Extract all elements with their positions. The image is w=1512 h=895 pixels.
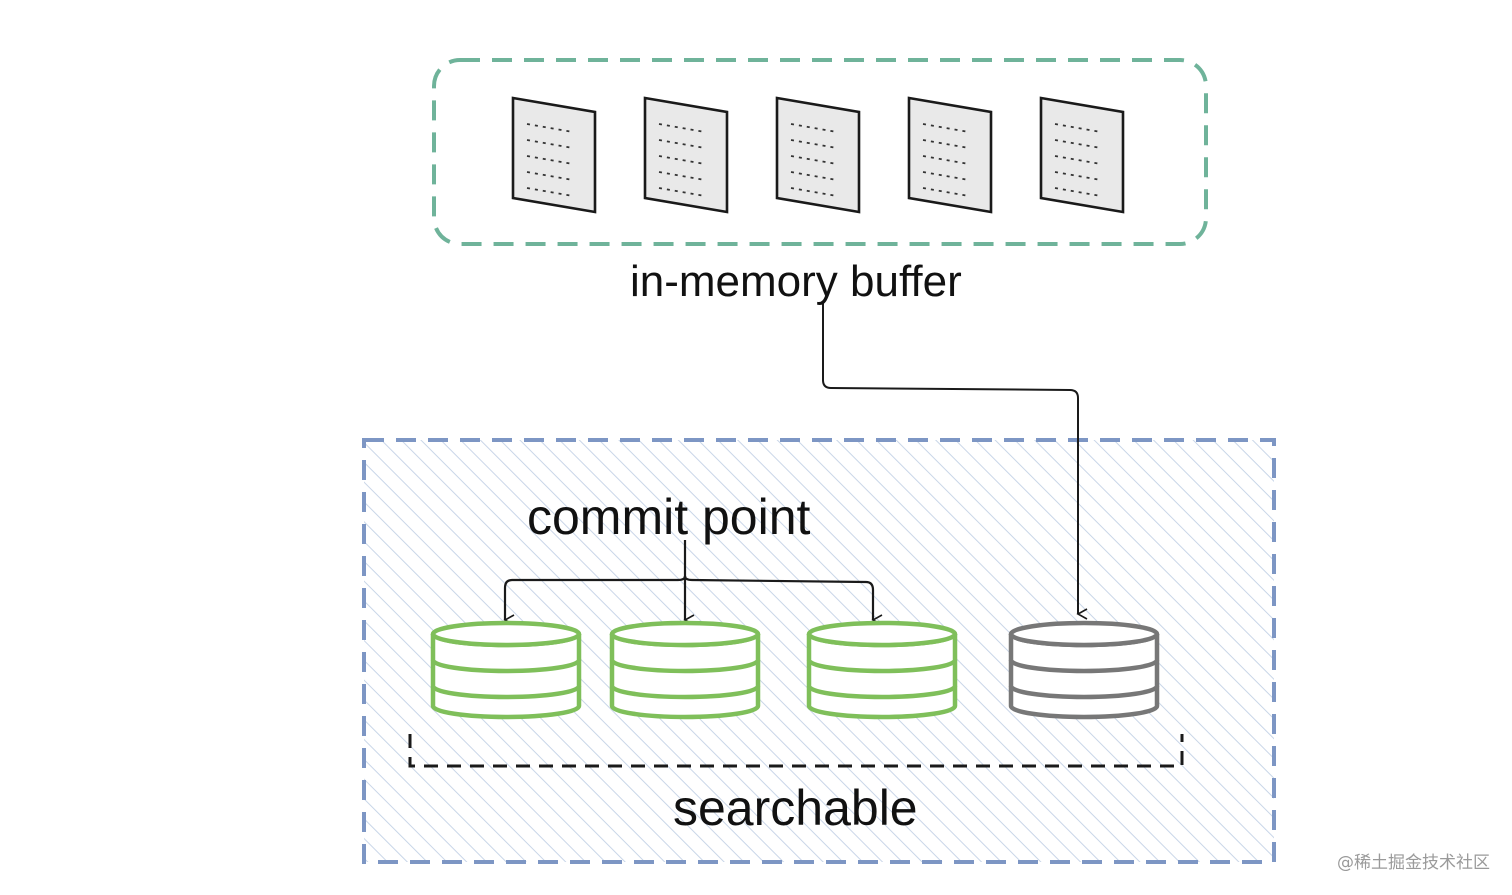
buffer-label: in-memory buffer <box>630 257 962 306</box>
buffer-to-segment-arrow <box>822 302 1088 620</box>
segment-ring <box>1008 685 1160 700</box>
document-page <box>1039 96 1125 214</box>
segment-ring <box>430 685 582 700</box>
searchable-bracket <box>408 734 1184 768</box>
document-icon <box>1039 96 1125 214</box>
segment-ring <box>806 659 958 674</box>
committed-segment-icon <box>806 620 958 720</box>
searchable-label: searchable <box>673 780 918 836</box>
segment-top <box>609 620 761 648</box>
new-segment-icon <box>1008 620 1160 720</box>
document-page <box>907 96 993 214</box>
segment-ring <box>1008 659 1160 674</box>
segment-outline <box>430 634 582 720</box>
segment-ring <box>430 659 582 674</box>
committed-segment-icon <box>430 620 582 720</box>
segment-ring <box>806 685 958 700</box>
segment-top <box>1008 620 1160 648</box>
segment-top <box>430 620 582 648</box>
index-area-border <box>362 438 1276 864</box>
committed-segment-icon <box>609 620 761 720</box>
documents-group <box>511 96 1125 214</box>
segment-outline <box>1008 634 1160 720</box>
document-page <box>643 96 729 214</box>
segments-group <box>430 620 1160 720</box>
document-page <box>511 96 597 214</box>
segment-outline <box>806 634 958 720</box>
watermark-label: @稀土掘金技术社区 <box>1337 853 1490 873</box>
buffer-border <box>432 58 1208 246</box>
document-icon <box>775 96 861 214</box>
segment-top <box>806 620 958 648</box>
document-icon <box>511 96 597 214</box>
segment-ring <box>609 659 761 674</box>
commit-point-label: commit point <box>527 489 811 545</box>
document-icon <box>907 96 993 214</box>
segment-outline <box>609 634 761 720</box>
document-icon <box>643 96 729 214</box>
document-page <box>775 96 861 214</box>
segment-ring <box>609 685 761 700</box>
commit-arrow-right <box>683 575 883 626</box>
